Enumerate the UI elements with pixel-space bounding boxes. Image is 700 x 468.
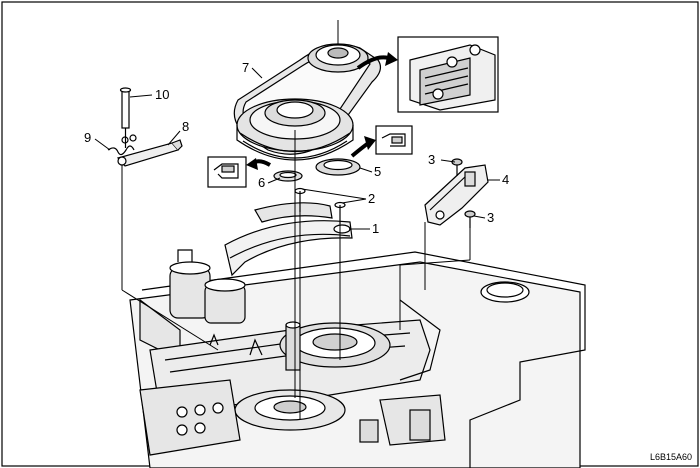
bearing-detail-inset: [375, 125, 413, 155]
callout-7: 7: [242, 60, 249, 75]
washer-detail-inset: [207, 156, 247, 188]
callout-10: 10: [155, 87, 169, 102]
callout-3-lower: 3: [487, 210, 494, 225]
callout-5: 5: [374, 164, 381, 179]
callout-4: 4: [502, 172, 509, 187]
callout-3-upper: 3: [428, 152, 435, 167]
callout-2: 2: [368, 191, 375, 206]
thrust-washer-item-6: [273, 170, 303, 182]
callout-6: 6: [258, 175, 265, 190]
bracket-item-4: [424, 164, 489, 226]
chain-cover-guide: [224, 202, 353, 277]
bolts-item-2: [294, 187, 346, 224]
pin-item-10: [119, 87, 132, 148]
callout-9: 9: [84, 130, 91, 145]
transmission-housing: [129, 249, 586, 468]
manual-lever-item-8: [116, 139, 183, 167]
alignment-lines: [121, 20, 471, 420]
inset-arrowhead-chain: [385, 52, 398, 66]
spring-item-9: [107, 134, 137, 156]
inset-arrowhead-bearing: [364, 136, 376, 150]
chain-detail-inset: [397, 36, 499, 113]
callout-8: 8: [182, 119, 189, 134]
bolts-item-3: [451, 158, 476, 228]
inset-arrowhead-washer: [246, 158, 258, 170]
thrust-bearing-item-5: [315, 158, 361, 176]
callout-1: 1: [372, 221, 379, 236]
leader-lines: [94, 67, 500, 230]
figure-code: L6B15A60: [650, 452, 692, 462]
drive-chain-sprocket-assembly: [233, 43, 382, 161]
